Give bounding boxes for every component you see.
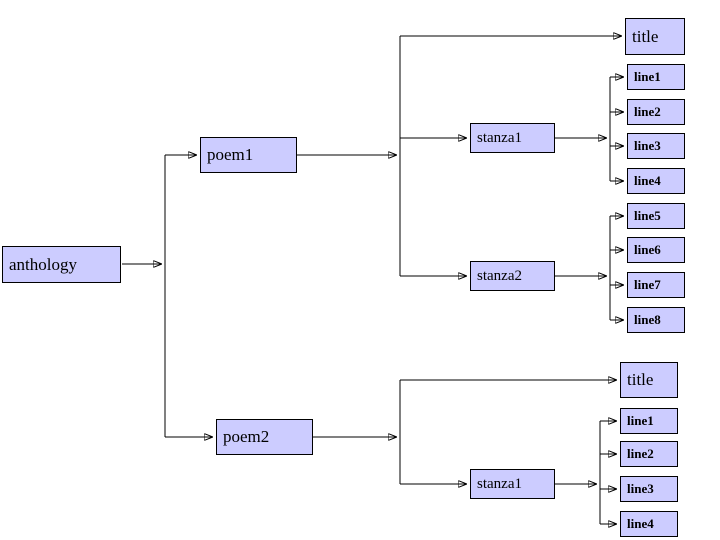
node-poem2-line3: line3 — [620, 476, 678, 502]
node-poem1-line1: line1 — [627, 64, 685, 90]
node-poem1: poem1 — [200, 137, 297, 173]
node-poem1-line8: line8 — [627, 307, 685, 333]
node-poem2-stanza1: stanza1 — [470, 469, 555, 499]
node-poem1-line2: line2 — [627, 99, 685, 125]
node-poem1-line6: line6 — [627, 237, 685, 263]
node-poem2-line4: line4 — [620, 511, 678, 537]
node-poem1-stanza2: stanza2 — [470, 261, 555, 291]
node-poem1-line3: line3 — [627, 133, 685, 159]
node-poem1-line4: line4 — [627, 168, 685, 194]
node-poem1-stanza1: stanza1 — [470, 123, 555, 153]
node-poem1-line5: line5 — [627, 203, 685, 229]
node-poem2: poem2 — [216, 419, 313, 455]
node-poem1-line7: line7 — [627, 272, 685, 298]
node-poem2-title: title — [620, 362, 678, 398]
node-poem1-title: title — [625, 18, 685, 55]
node-poem2-line2: line2 — [620, 441, 678, 467]
node-anthology: anthology — [2, 246, 121, 283]
node-poem2-line1: line1 — [620, 408, 678, 434]
